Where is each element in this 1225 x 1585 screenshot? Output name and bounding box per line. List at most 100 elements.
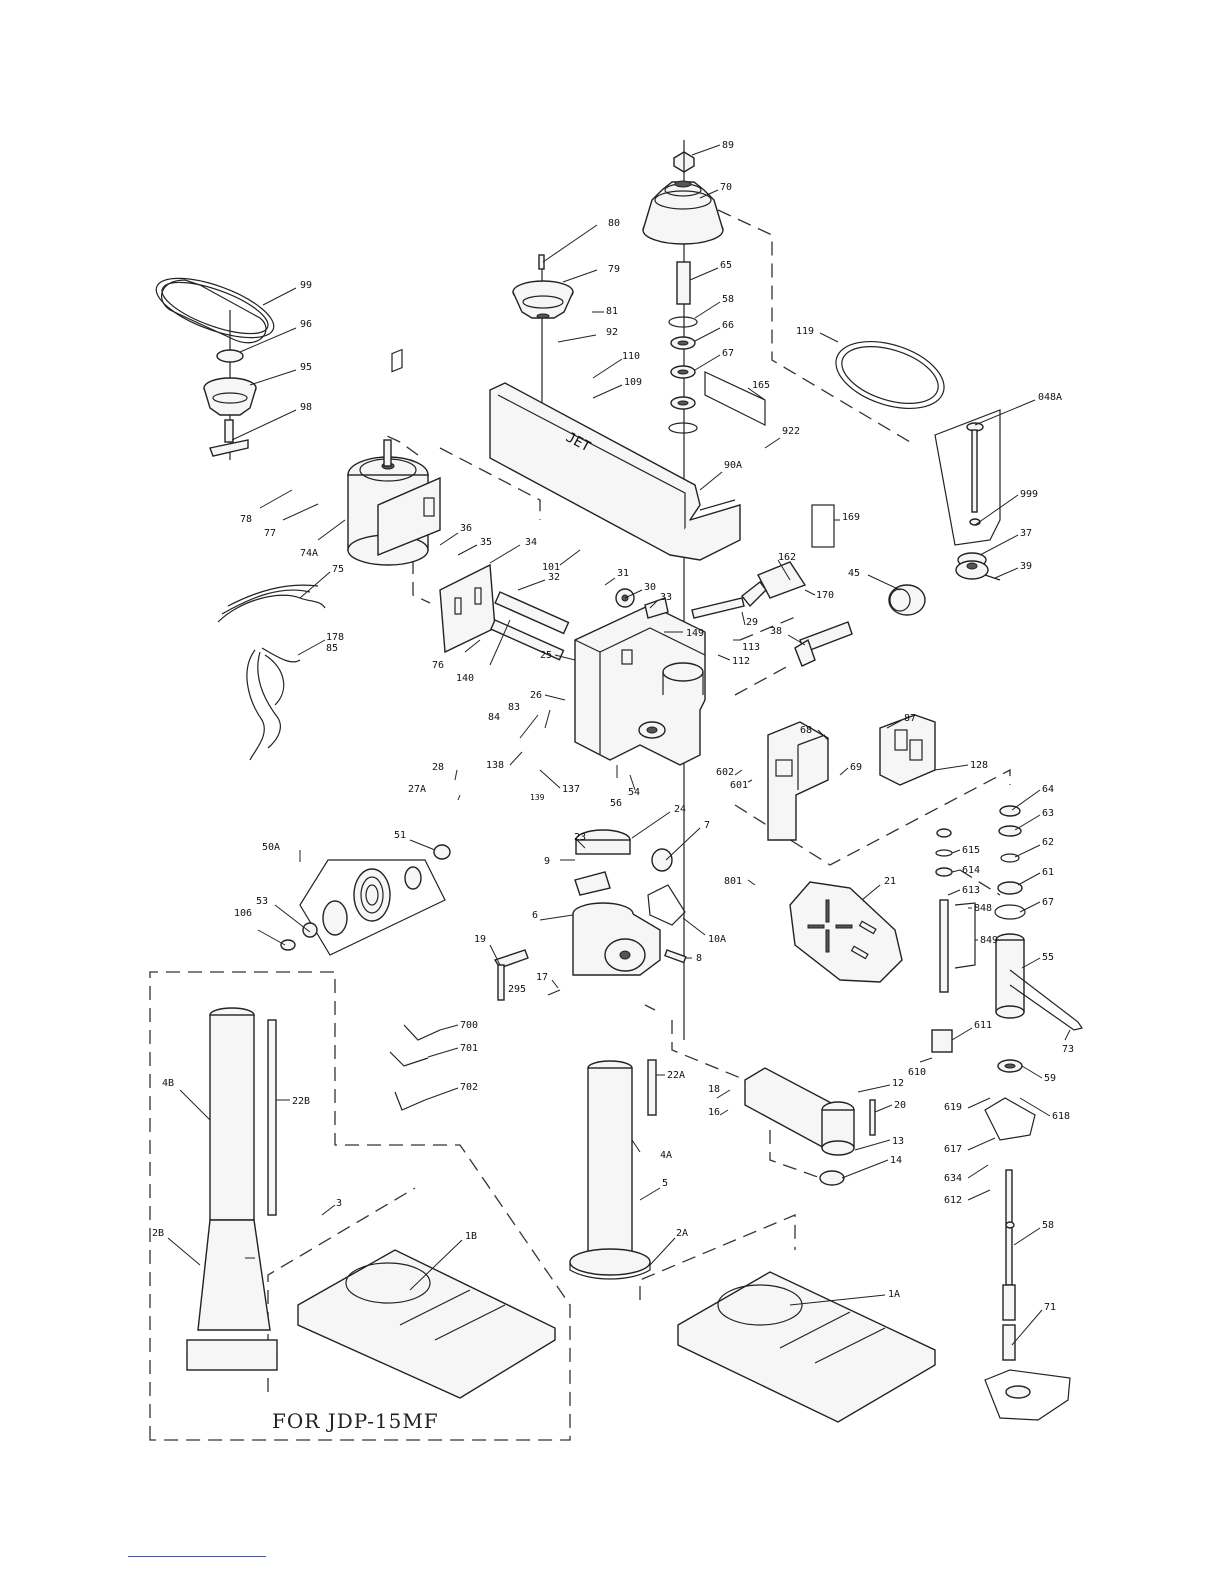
label-84-left: 84 bbox=[488, 712, 500, 723]
label-110: 110 bbox=[622, 351, 640, 362]
label-18: 18 bbox=[708, 1084, 720, 1095]
power-cords bbox=[217, 584, 326, 761]
label-109: 109 bbox=[624, 377, 642, 388]
label-169: 169 bbox=[842, 512, 860, 523]
label-1A: 1A bbox=[888, 1289, 900, 1300]
label-92: 92 bbox=[606, 327, 618, 338]
label-50A: 50A bbox=[262, 842, 280, 853]
label-64: 64 bbox=[1042, 784, 1054, 795]
label-75: 75 bbox=[332, 564, 344, 575]
spindle-58 bbox=[984, 1097, 1036, 1321]
table-21 bbox=[789, 881, 903, 983]
label-65: 65 bbox=[720, 260, 732, 271]
label-849: 849 bbox=[980, 935, 998, 946]
label-87: 87 bbox=[904, 713, 916, 724]
label-58-top: 58 bbox=[722, 294, 734, 305]
label-79: 79 bbox=[608, 264, 620, 275]
label-69-switch: 69 bbox=[850, 762, 862, 773]
label-37: 37 bbox=[1020, 528, 1032, 539]
label-12: 12 bbox=[892, 1078, 904, 1089]
label-618: 618 bbox=[1052, 1111, 1070, 1122]
label-617: 617 bbox=[944, 1144, 962, 1155]
label-10A: 10A bbox=[708, 934, 726, 945]
label-613: 613 bbox=[962, 885, 980, 896]
label-33: 33 bbox=[660, 592, 672, 603]
label-34: 34 bbox=[525, 537, 537, 548]
label-801: 801 bbox=[724, 876, 742, 887]
label-634: 634 bbox=[944, 1173, 962, 1184]
spindle-pulley-group bbox=[642, 140, 724, 1040]
label-59: 59 bbox=[1044, 1073, 1056, 1084]
table-arm-12 bbox=[744, 1067, 876, 1186]
label-162: 162 bbox=[778, 552, 796, 563]
label-19: 19 bbox=[474, 934, 486, 945]
label-21: 21 bbox=[884, 876, 896, 887]
label-112: 112 bbox=[732, 656, 750, 667]
label-36: 36 bbox=[460, 523, 472, 534]
label-70: 70 bbox=[720, 182, 732, 193]
base-1B bbox=[297, 1249, 556, 1399]
label-62: 62 bbox=[1042, 837, 1054, 848]
label-702: 702 bbox=[460, 1082, 478, 1093]
label-4A: 4A bbox=[660, 1150, 672, 1161]
label-31: 31 bbox=[617, 568, 629, 579]
label-615: 615 bbox=[962, 845, 980, 856]
label-13: 13 bbox=[892, 1136, 904, 1147]
label-74A: 74A bbox=[300, 548, 318, 559]
label-700: 700 bbox=[460, 1020, 478, 1031]
spring-assembly-50A bbox=[280, 844, 451, 956]
switch-87 bbox=[879, 714, 936, 786]
label-95: 95 bbox=[300, 362, 312, 373]
label-96: 96 bbox=[300, 319, 312, 330]
label-80: 80 bbox=[608, 218, 620, 229]
motor-pulley-95 bbox=[155, 277, 275, 460]
label-170: 170 bbox=[816, 590, 834, 601]
table-bracket-6 bbox=[493, 829, 687, 1001]
label-9: 9 bbox=[544, 856, 550, 867]
head-casting-25 bbox=[574, 604, 706, 766]
switch-box-68 bbox=[767, 721, 829, 841]
label-53: 53 bbox=[256, 896, 268, 907]
label-3: 3 bbox=[336, 1198, 342, 1209]
label-99: 99 bbox=[300, 280, 312, 291]
label-5: 5 bbox=[662, 1178, 668, 1189]
label-610: 610 bbox=[908, 1067, 926, 1078]
hex-keys bbox=[389, 1024, 441, 1111]
label-138: 138 bbox=[486, 760, 504, 771]
label-16: 16 bbox=[708, 1107, 720, 1118]
label-54: 54 bbox=[628, 787, 640, 798]
label-1B: 1B bbox=[465, 1231, 477, 1242]
label-90A: 90A bbox=[724, 460, 742, 471]
belt-119 bbox=[835, 341, 945, 409]
label-67-quill: 67 bbox=[1042, 897, 1054, 908]
label-048A: 048A bbox=[1038, 392, 1062, 403]
label-26: 26 bbox=[530, 690, 542, 701]
label-39: 39 bbox=[1020, 561, 1032, 572]
label-611: 611 bbox=[974, 1020, 992, 1031]
column-4B bbox=[186, 1007, 278, 1371]
label-614: 614 bbox=[962, 865, 980, 876]
label-24: 24 bbox=[674, 804, 686, 815]
label-56: 56 bbox=[610, 798, 622, 809]
label-999: 999 bbox=[1020, 489, 1038, 500]
model-caption: FOR JDP-15MF bbox=[272, 1409, 439, 1433]
label-66: 66 bbox=[722, 320, 734, 331]
quill-assembly bbox=[931, 805, 1083, 1073]
part-number-labels: 89 70 80 79 65 58 81 66 92 67 110 109 16… bbox=[152, 140, 1074, 1313]
label-23: 23 bbox=[574, 832, 586, 843]
motor-74A bbox=[347, 348, 570, 661]
base-1A bbox=[677, 1271, 936, 1423]
label-7: 7 bbox=[704, 820, 710, 831]
label-29: 29 bbox=[746, 617, 758, 628]
label-140: 140 bbox=[456, 673, 474, 684]
label-30: 30 bbox=[644, 582, 656, 593]
idler-pulley-79 bbox=[512, 254, 574, 420]
label-22A: 22A bbox=[667, 1070, 685, 1081]
label-178: 178 bbox=[326, 632, 344, 643]
label-73: 73 bbox=[1062, 1044, 1074, 1055]
label-45: 45 bbox=[848, 568, 860, 579]
label-119: 119 bbox=[796, 326, 814, 337]
label-113: 113 bbox=[742, 642, 760, 653]
chuck-71 bbox=[984, 1324, 1071, 1421]
label-612: 612 bbox=[944, 1195, 962, 1206]
